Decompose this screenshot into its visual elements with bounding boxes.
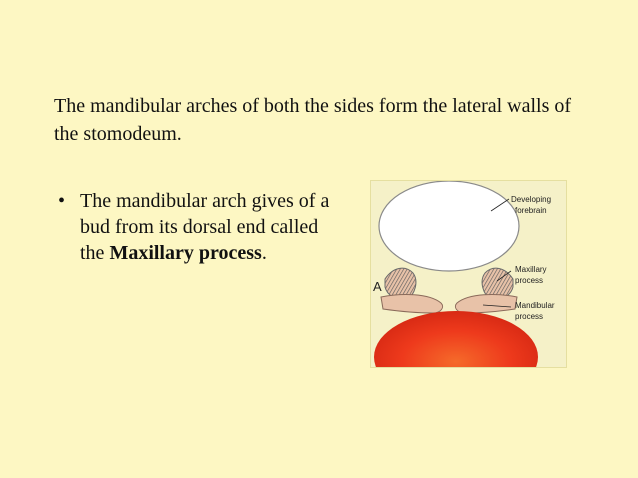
embryo-figure: Developing forebrain Maxillary process M…	[370, 180, 567, 368]
maxillary-label-line1: Maxillary	[515, 265, 547, 274]
bullet-list: • The mandibular arch gives of a bud from…	[54, 188, 344, 266]
bullet-period: .	[261, 242, 267, 264]
mandibular-label-line2: process	[515, 312, 543, 321]
forebrain-label-line2: forebrain	[515, 206, 547, 215]
forebrain-label-line1: Developing	[511, 195, 551, 204]
mandibular-leader-line	[482, 304, 512, 308]
embryo-diagram: Developing forebrain Maxillary process M…	[373, 181, 555, 367]
panel-letter: A	[373, 279, 382, 294]
mandibular-label-line1: Mandibular	[515, 301, 555, 310]
mandibular-right-shape	[454, 294, 518, 314]
intro-paragraph: The mandibular arches of both the sides …	[54, 95, 572, 145]
forebrain-shape	[378, 181, 520, 272]
heart-bulge-shape	[374, 311, 538, 367]
bullet-text: The mandibular arch gives of a bud from …	[80, 190, 330, 264]
bullet-bold-term: Maxillary process	[109, 242, 262, 264]
bullet-marker: •	[58, 190, 66, 212]
maxillary-label-line2: process	[515, 276, 543, 285]
bullet-item: • The mandibular arch gives of a bud from…	[54, 188, 344, 266]
maxillary-leader-line	[496, 270, 512, 282]
forebrain-leader-line	[490, 198, 510, 212]
mandibular-left-shape	[380, 294, 444, 314]
